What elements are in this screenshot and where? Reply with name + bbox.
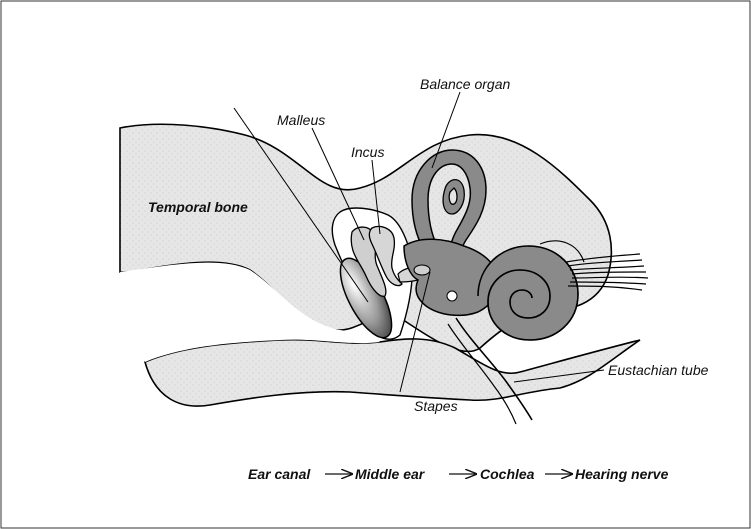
label-malleus: Malleus [277,112,325,128]
label-balance-organ: Balance organ [420,76,511,92]
flow-step-middle-ear: Middle ear [355,466,426,482]
label-temporal-bone: Temporal bone [148,199,248,215]
flow-step-cochlea: Cochlea [480,466,535,482]
label-incus: Incus [351,144,384,160]
label-stapes: Stapes [414,398,458,414]
flow-step-hearing-nerve: Hearing nerve [575,466,669,482]
round-window [447,291,457,301]
lower-bone-shape [145,339,640,406]
flow-step-ear-canal: Ear canal [248,466,311,482]
hearing-pathway-flow: Ear canal Middle ear Cochlea Hearing ner… [248,466,669,482]
label-eustachian-tube: Eustachian tube [608,362,709,378]
oval-window [414,265,430,275]
